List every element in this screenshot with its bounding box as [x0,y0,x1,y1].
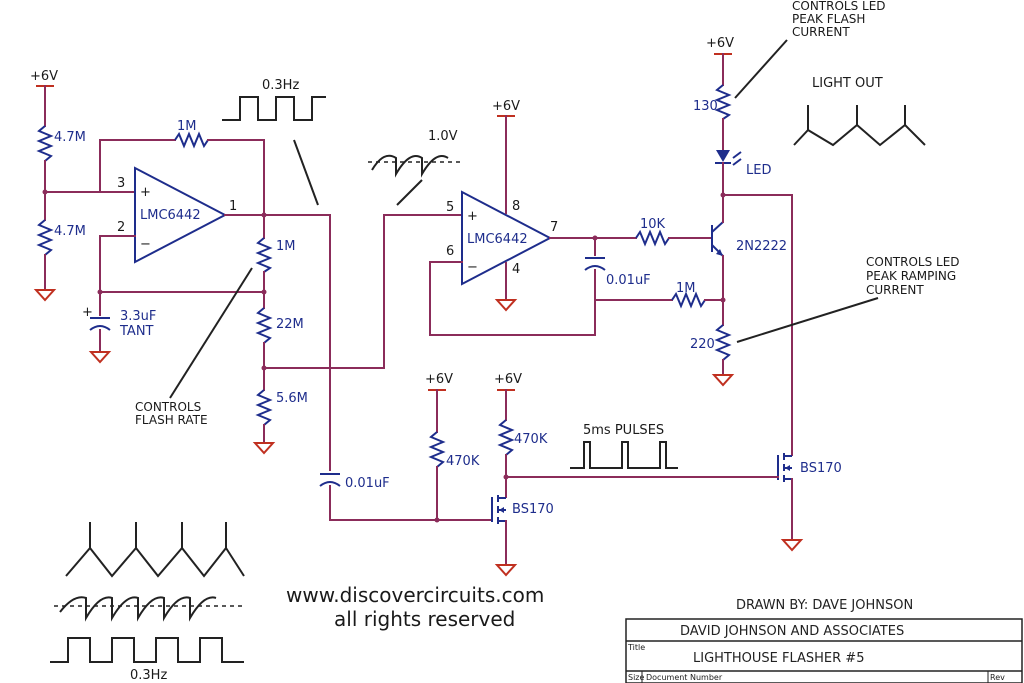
supply-led-label: +6V [706,36,734,51]
ground-symbol [33,289,57,302]
ramp-wave-bottom [59,596,217,622]
peak-ramp-line3: CURRENT [866,283,924,297]
opamp-u1-pin-out: 1 [229,199,237,214]
resistor-220-label: 220 [690,337,715,352]
capacitor-coupling-label: 0.01uF [345,476,390,491]
resistor-22m: 22M [255,307,304,344]
resistor-4-7m-bottom: 4.7M [36,219,86,256]
resistor-1m-feedback-label: 1M [177,119,197,134]
svg-text:−: − [140,237,151,252]
opamp-u2-label: LMC6442 [467,232,528,247]
website-text: www.discovercircuits.com [286,583,544,607]
supply-opamp2-label: +6V [492,99,520,114]
transistor-label: 2N2222 [736,239,787,254]
rev-label: Rev [990,673,1005,682]
opamp-u2: LMC6442 + − 5 6 7 8 4 [446,190,558,286]
flash-rate-line1: CONTROLS [135,400,201,414]
resistor-1m-bias-label: 1M [676,281,696,296]
ramp-wave-top [371,154,449,178]
title-block: DAVID JOHNSON AND ASSOCIATES Title LIGHT… [625,618,1023,683]
fet-output: BS170 [777,453,842,482]
resistor-1m-feedback: 1M [174,119,209,149]
capacitor-output-label: 0.01uF [606,273,651,288]
resistor-10k-label: 10K [640,217,666,232]
light-out-wave [793,105,926,147]
svg-text:−: − [467,260,478,275]
opamp-u2-pin-plus: 5 [446,200,454,215]
resistor-5-6m-label: 5.6M [276,391,308,406]
capacitor-tantalum-value: 3.3uF [120,309,156,324]
resistor-220: 220 [690,324,732,361]
resistor-1m-rate-label: 1M [276,239,296,254]
flash-rate-line2: FLASH RATE [135,413,208,427]
resistor-1m-rate: 1M [255,237,296,273]
resistor-22m-label: 22M [276,317,304,332]
opamp-u1-pin-plus: 3 [117,176,125,191]
resistor-130-label: 130 [693,99,718,114]
peak-ramp-line1: CONTROLS LED [866,255,960,269]
opamp-u1-pin-minus: 2 [117,220,125,235]
volt-label: 1.0V [428,129,458,144]
drawn-by-text: DRAWN BY: DAVE JOHNSON [736,598,913,613]
drawing-title: LIGHTHOUSE FLASHER #5 [693,651,864,666]
resistor-5-6m: 5.6M [255,389,308,426]
company-name: DAVID JOHNSON AND ASSOCIATES [680,624,904,639]
opamp-u2-pin-gnd: 4 [512,262,520,277]
opamp-u1: LMC6442 + − 3 2 1 [117,166,237,264]
svg-text:+: + [82,305,93,320]
supply-r470a-label: +6V [425,372,453,387]
light-wave-bottom [65,522,245,578]
resistor-470k-b: 470K [497,419,548,456]
light-out-label: LIGHT OUT [812,76,883,91]
capacitor-tantalum: + 3.3uF TANT [82,305,156,339]
resistor-470k-a: 470K [428,431,480,469]
opamp-u2-pin-out: 7 [550,220,558,235]
peak-flash-line2: PEAK FLASH [792,12,865,26]
fet-pulse-label: BS170 [512,502,554,517]
transistor-2n2222: 2N2222 [711,221,787,257]
resistor-4-7m-top: 4.7M [36,125,86,162]
svg-text:+: + [467,209,478,224]
resistor-4-7m-bottom-label: 4.7M [54,224,86,239]
supply-r470b-label: +6V [494,372,522,387]
pulses-label: 5ms PULSES [583,423,664,438]
resistor-130: 130 [693,84,732,120]
svg-text:+: + [140,185,151,200]
peak-ramp-line2: PEAK RAMPING [866,269,956,283]
fet-pulse: BS170 [491,495,554,524]
size-label: Size [628,673,645,682]
supply-left-label: +6V [30,69,58,84]
docnum-label: Document Number [646,673,723,682]
resistor-470k-a-label: 470K [446,454,480,469]
square-wave-bottom [50,637,244,663]
capacitor-tantalum-type: TANT [119,324,154,339]
freq-top-label: 0.3Hz [262,78,299,93]
peak-flash-line3: CURRENT [792,25,850,39]
title-label: Title [627,643,645,652]
resistor-10k: 10K [635,217,670,247]
fet-output-label: BS170 [800,461,842,476]
opamp-u1-label: LMC6442 [140,208,201,223]
led-label: LED [746,163,771,178]
opamp-u2-pin-minus: 6 [446,244,454,259]
peak-flash-line1: CONTROLS LED [792,0,886,13]
freq-bottom-label: 0.3Hz [130,668,167,683]
left-supply: +6V [30,69,58,127]
resistor-4-7m-top-label: 4.7M [54,130,86,145]
pulse-wave [570,441,678,469]
rights-text: all rights reserved [334,607,515,631]
resistor-470k-b-label: 470K [514,432,548,447]
capacitor-coupling: 0.01uF [319,473,390,491]
resistor-1m-bias: 1M [671,281,706,309]
capacitor-output: 0.01uF [584,257,651,288]
square-wave-top [222,96,326,121]
opamp-u2-pin-vcc: 8 [512,199,520,214]
